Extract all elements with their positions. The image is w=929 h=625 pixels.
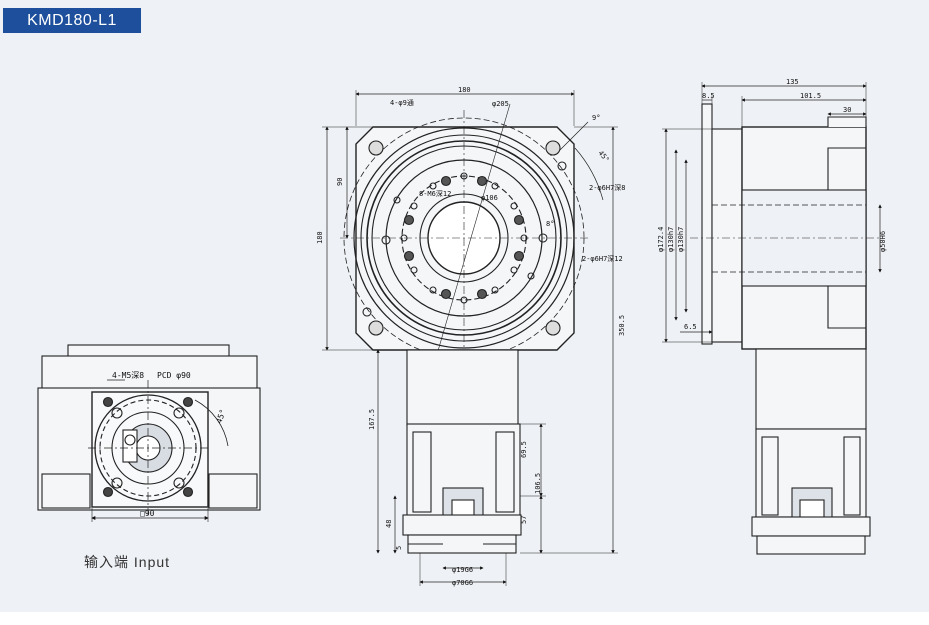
input-side-caption: 输入端 Input [84,554,171,570]
side-overall-label: 135 [786,78,799,86]
front-spigot-dia-label: φ70G6 [452,579,473,587]
front-pin-b-label: 2-φ6H7深12 [582,254,623,263]
front-tap-holes-label: 8-M6深12 [419,189,451,198]
front-chamfer-label: 9° [592,114,600,122]
front-shaft-dia-label: φ19G6 [452,566,473,574]
front-view [322,90,618,586]
input-square-label: □90 [140,509,155,518]
front-flange-height-label: 106.5 [534,473,542,494]
front-outer-dia-label: φ205 [492,100,509,108]
front-lower-b-label: 57 [520,516,528,524]
front-adapter-height-label: 69.5 [520,441,528,458]
side-dia-b-label: φ130h7 [667,227,675,252]
input-pcd-label: PCD φ90 [157,371,191,380]
front-lower-a-label: 48 [385,520,393,528]
side-dia-a-label: φ172.4 [657,227,665,252]
front-width-label: 180 [458,86,471,94]
front-height-label: 180 [316,231,324,244]
side-flange-label: 8.5 [702,92,715,100]
drawing-sheet: KMD180-L1 [0,0,929,612]
front-mount-holes-label: 4-φ9通 [390,98,414,107]
front-pin-a-label: 2-φ6H7深8 [589,183,626,192]
side-body-label: 101.5 [800,92,821,100]
front-lower-c-label: 5 [395,546,403,550]
front-small-angle-label: 8° [546,220,554,228]
side-dia-c-label: φ130h7 [677,227,685,252]
technical-drawing: 4-M5深8 PCD φ90 45° □90 [37,78,887,587]
side-small-label: 6.5 [684,323,697,331]
front-motor-length-label: 167.5 [368,409,376,430]
front-angle-label: 45° [596,149,610,164]
input-view [37,344,261,522]
model-badge: KMD180-L1 [3,8,141,33]
front-half-height-label: 90 [336,178,344,186]
front-total-height-label: 350.5 [618,315,626,336]
input-holes-label: 4-M5深8 [112,371,144,380]
side-view [662,82,882,555]
side-step-label: 30 [843,106,851,114]
front-pitch-label: φ106 [481,194,498,202]
side-bore-label: φ50H6 [879,231,887,252]
